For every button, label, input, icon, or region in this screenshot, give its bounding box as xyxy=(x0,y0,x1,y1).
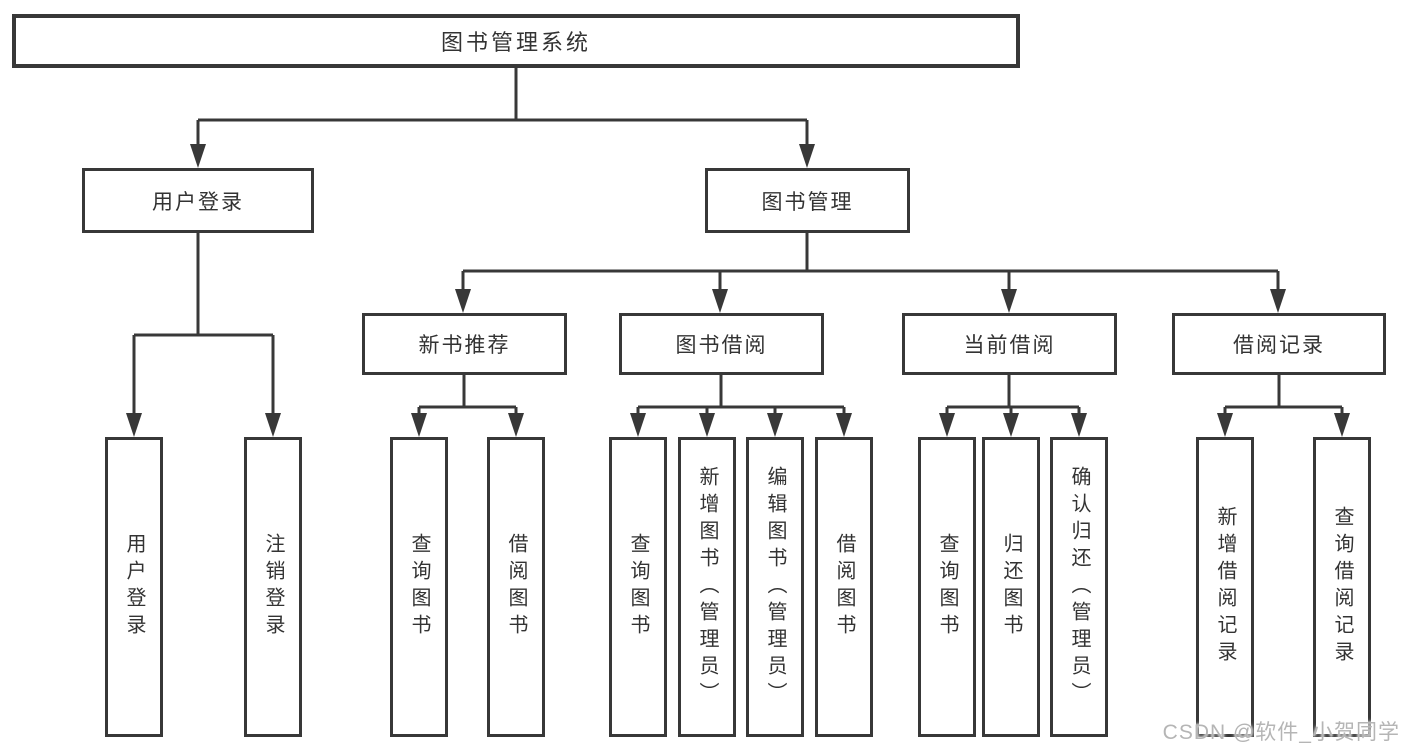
leaf-label: 借阅图书 xyxy=(833,533,855,641)
leaf-label: 用户登录 xyxy=(123,533,145,641)
node-label: 当前借阅 xyxy=(963,334,1056,357)
leaf-label: 查询图书 xyxy=(936,533,958,641)
node-label: 新书推荐 xyxy=(418,334,511,357)
leaf-add-borrow-record: 新增借阅记录 xyxy=(1196,437,1254,737)
node-label: 借阅记录 xyxy=(1233,334,1325,357)
node-new-book-recommend: 新书推荐 xyxy=(362,313,567,375)
leaf-add-books-admin: 新增图书（管理员） xyxy=(678,437,736,737)
leaf-query-books-3: 查询图书 xyxy=(918,437,976,737)
leaf-label: 查询图书 xyxy=(408,533,430,641)
leaf-label: 归还图书 xyxy=(1000,533,1022,641)
leaf-label: 确认归还（管理员） xyxy=(1068,465,1090,709)
node-label: 图书管理系统 xyxy=(440,30,591,55)
leaf-label: 新增图书（管理员） xyxy=(696,465,718,709)
node-label: 用户登录 xyxy=(152,190,244,214)
leaf-logout: 注销登录 xyxy=(244,437,302,737)
leaf-edit-books-admin: 编辑图书（管理员） xyxy=(746,437,804,737)
node-label: 图书管理 xyxy=(761,190,854,214)
leaf-query-books-1: 查询图书 xyxy=(390,437,448,737)
leaf-label: 编辑图书（管理员） xyxy=(764,465,786,709)
node-system-root: 图书管理系统 xyxy=(12,14,1020,68)
leaf-label: 新增借阅记录 xyxy=(1214,506,1236,668)
leaf-label: 查询图书 xyxy=(627,533,649,641)
csdn-watermark: CSDN @软件_小贺同学 xyxy=(1162,721,1400,744)
leaf-query-books-2: 查询图书 xyxy=(609,437,667,737)
leaf-return-books: 归还图书 xyxy=(982,437,1040,737)
node-user-login: 用户登录 xyxy=(82,168,314,233)
node-book-borrowing: 图书借阅 xyxy=(619,313,824,375)
node-book-management: 图书管理 xyxy=(705,168,910,233)
node-borrowing-records: 借阅记录 xyxy=(1172,313,1386,375)
leaf-query-borrow-record: 查询借阅记录 xyxy=(1313,437,1371,737)
leaf-confirm-return-admin: 确认归还（管理员） xyxy=(1050,437,1108,737)
node-label: 图书借阅 xyxy=(675,334,768,357)
leaf-borrow-books-2: 借阅图书 xyxy=(815,437,873,737)
leaf-label: 借阅图书 xyxy=(505,533,527,641)
leaf-user-login: 用户登录 xyxy=(105,437,163,737)
node-current-borrowing: 当前借阅 xyxy=(902,313,1117,375)
leaf-label: 注销登录 xyxy=(262,533,284,641)
leaf-borrow-books-1: 借阅图书 xyxy=(487,437,545,737)
leaf-label: 查询借阅记录 xyxy=(1331,506,1353,668)
